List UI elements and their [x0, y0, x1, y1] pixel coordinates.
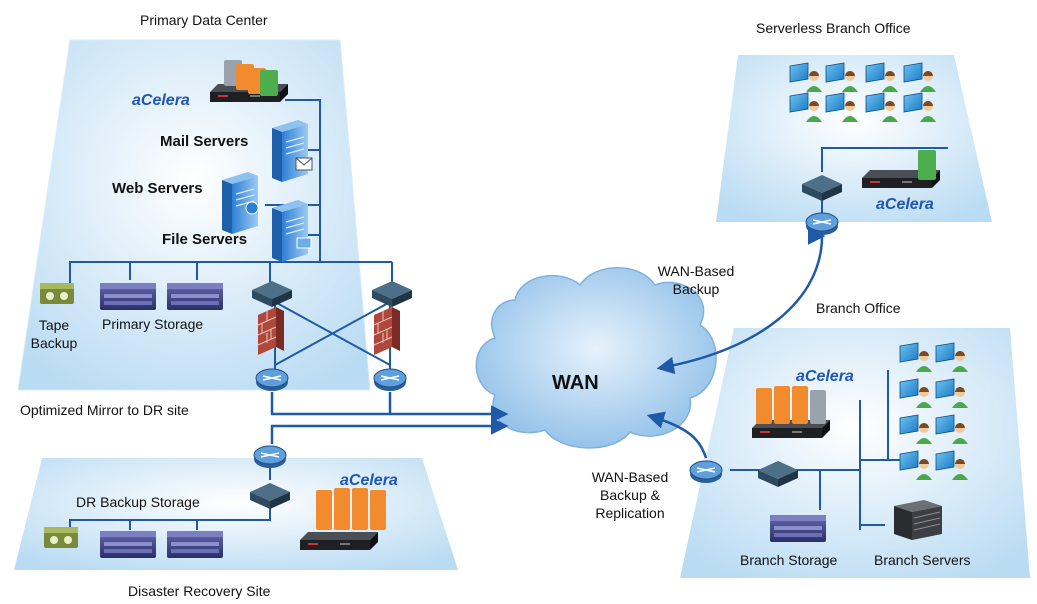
dr-site-title: Disaster Recovery Site: [128, 583, 271, 599]
wan-backup-line2: Backup: [672, 281, 720, 297]
file-servers-label: File Servers: [162, 231, 248, 248]
branch-servers-label: Branch Servers: [874, 552, 971, 568]
branch-site-panel: [680, 328, 1030, 578]
mail-servers-label: Mail Servers: [160, 133, 249, 150]
branch-site-title: Branch Office: [816, 300, 901, 316]
branch-storage-label: Branch Storage: [740, 552, 838, 568]
branch-brand-logo: aCelera: [796, 368, 854, 385]
wan-replication-label: WAN-Based Backup & Replication: [574, 468, 686, 522]
wan-label: WAN: [552, 372, 599, 394]
tape-backup-line2: Backup: [30, 335, 78, 351]
wan-replication-line3: Replication: [595, 505, 665, 521]
tape-backup-line1: Tape: [38, 317, 70, 333]
primary-brand-logo: aCelera: [132, 92, 190, 109]
wan-replication-line2: Backup &: [600, 487, 660, 503]
wan-cloud: [475, 267, 717, 449]
primary-storage-label: Primary Storage: [102, 316, 204, 332]
web-servers-label: Web Servers: [112, 180, 203, 197]
wan-backup-label: WAN-Based Backup: [650, 262, 742, 298]
serverless-site-panel: [716, 55, 992, 222]
dr-brand-logo: aCelera: [340, 472, 398, 489]
tape-backup-label: Tape Backup: [28, 316, 80, 352]
serverless-brand-logo: aCelera: [876, 196, 934, 213]
dr-storage-label: DR Backup Storage: [76, 494, 200, 510]
wan-backup-line1: WAN-Based: [657, 263, 735, 279]
wan-replication-line1: WAN-Based: [591, 469, 669, 485]
mirror-label: Optimized Mirror to DR site: [20, 402, 189, 418]
serverless-site-title: Serverless Branch Office: [756, 20, 911, 36]
primary-site-title: Primary Data Center: [140, 12, 268, 28]
